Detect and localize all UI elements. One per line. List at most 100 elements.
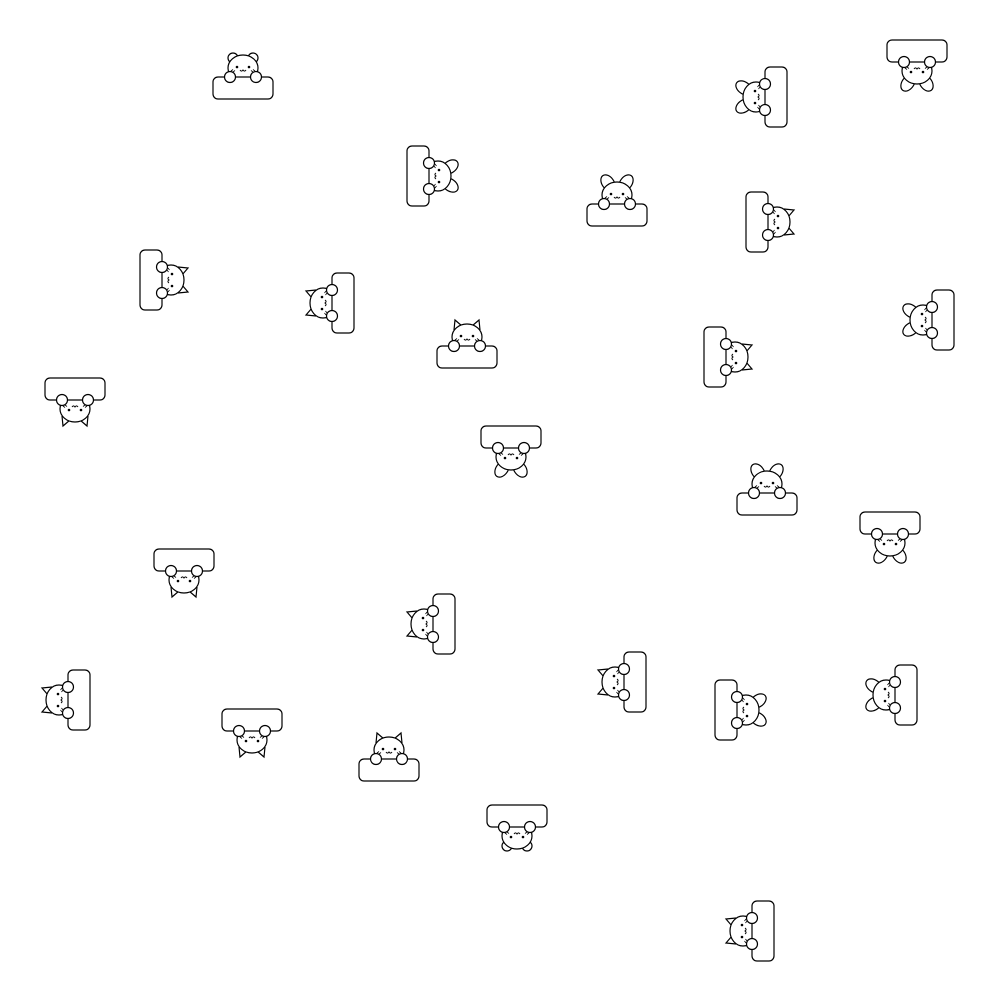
blush-left-icon — [82, 404, 88, 408]
paw-left-icon — [369, 752, 383, 766]
eye-right-icon — [320, 295, 324, 299]
eye-left-icon — [515, 456, 519, 460]
eye-right-icon — [771, 481, 775, 485]
mouth-icon — [385, 751, 393, 754]
blush-right-icon — [504, 831, 510, 835]
mouth-icon — [180, 576, 188, 579]
eye-left-icon — [612, 686, 616, 690]
eye-left-icon — [776, 214, 780, 218]
sign-board-icon — [406, 145, 430, 207]
blush-right-icon — [774, 485, 780, 489]
sign-board-icon — [358, 758, 420, 782]
eye-right-icon — [612, 674, 616, 678]
paw-left-icon — [730, 690, 744, 704]
eye-left-icon — [759, 481, 763, 485]
blush-right-icon — [425, 611, 429, 617]
paw-left-icon — [426, 630, 440, 644]
sticker-cat-19 — [40, 669, 91, 731]
sign-board-icon — [44, 377, 106, 401]
mouth-icon — [913, 67, 921, 70]
mouth-icon — [763, 485, 771, 488]
eye-left-icon — [740, 935, 744, 939]
blush-left-icon — [616, 689, 620, 695]
blush-left-icon — [741, 697, 745, 703]
eye-left-icon — [320, 307, 324, 311]
paw-right-icon — [497, 820, 511, 834]
sticker-cat-23 — [358, 731, 420, 782]
blush-left-icon — [604, 196, 610, 200]
mouth-icon — [60, 696, 63, 704]
blush-left-icon — [757, 104, 761, 110]
sign-board-icon — [586, 203, 648, 227]
paw-left-icon — [758, 103, 772, 117]
sign-board-icon — [751, 900, 775, 962]
paw-left-icon — [155, 260, 169, 274]
paw-right-icon — [745, 911, 759, 925]
paw-right-icon — [155, 286, 169, 300]
paw-left-icon — [761, 202, 775, 216]
sticker-bunny-3 — [886, 39, 948, 92]
blush-left-icon — [230, 69, 236, 73]
paw-right-icon — [730, 716, 744, 730]
paw-right-icon — [617, 662, 631, 676]
paw-left-icon — [925, 326, 939, 340]
paw-left-icon — [745, 937, 759, 951]
eye-right-icon — [244, 739, 248, 743]
blush-right-icon — [474, 338, 480, 342]
sticker-cat-18 — [596, 651, 647, 713]
mouth-icon — [239, 69, 247, 72]
eye-right-icon — [437, 180, 441, 184]
eye-right-icon — [740, 923, 744, 927]
sticker-cat-17 — [405, 593, 456, 655]
mouth-icon — [507, 453, 515, 456]
eye-right-icon — [421, 616, 425, 620]
sticker-cat-16 — [153, 548, 215, 599]
sign-board-icon — [859, 511, 921, 535]
paw-left-icon — [747, 486, 761, 500]
sticker-cat-11 — [703, 326, 754, 388]
mouth-icon — [886, 539, 894, 542]
eye-left-icon — [256, 739, 260, 743]
blush-left-icon — [518, 452, 524, 456]
blush-left-icon — [887, 702, 891, 708]
sign-board-icon — [331, 272, 355, 334]
blush-right-icon — [887, 682, 891, 688]
blush-left-icon — [524, 831, 530, 835]
sign-board-icon — [480, 425, 542, 449]
blush-left-icon — [259, 735, 265, 739]
sticker-bunny-20 — [714, 679, 767, 741]
paw-right-icon — [395, 752, 409, 766]
eye-left-icon — [56, 704, 60, 708]
sign-board-icon — [432, 593, 456, 655]
eye-left-icon — [170, 272, 174, 276]
paw-right-icon — [719, 363, 733, 377]
paw-right-icon — [491, 441, 505, 455]
eye-left-icon — [609, 192, 613, 196]
sticker-bunny-21 — [865, 664, 918, 726]
blush-left-icon — [897, 538, 903, 542]
paw-right-icon — [232, 724, 246, 738]
sticker-cat-8 — [304, 272, 355, 334]
eye-left-icon — [894, 542, 898, 546]
paw-right-icon — [55, 393, 69, 407]
blush-right-icon — [730, 364, 734, 370]
sticker-cat-22 — [221, 708, 283, 759]
paw-left-icon — [923, 55, 937, 69]
blush-left-icon — [454, 338, 460, 342]
sticker-cat-9 — [436, 318, 498, 369]
blush-right-icon — [741, 717, 745, 723]
eye-right-icon — [753, 89, 757, 93]
paw-left-icon — [258, 724, 272, 738]
paw-right-icon — [426, 604, 440, 618]
sign-board-icon — [736, 492, 798, 516]
blush-right-icon — [498, 452, 504, 456]
blush-left-icon — [191, 575, 197, 579]
sticker-bunny-14 — [736, 463, 798, 516]
paw-left-icon — [896, 527, 910, 541]
mouth-icon — [742, 706, 745, 714]
paw-right-icon — [897, 55, 911, 69]
blush-left-icon — [376, 751, 382, 755]
blush-left-icon — [772, 209, 776, 215]
